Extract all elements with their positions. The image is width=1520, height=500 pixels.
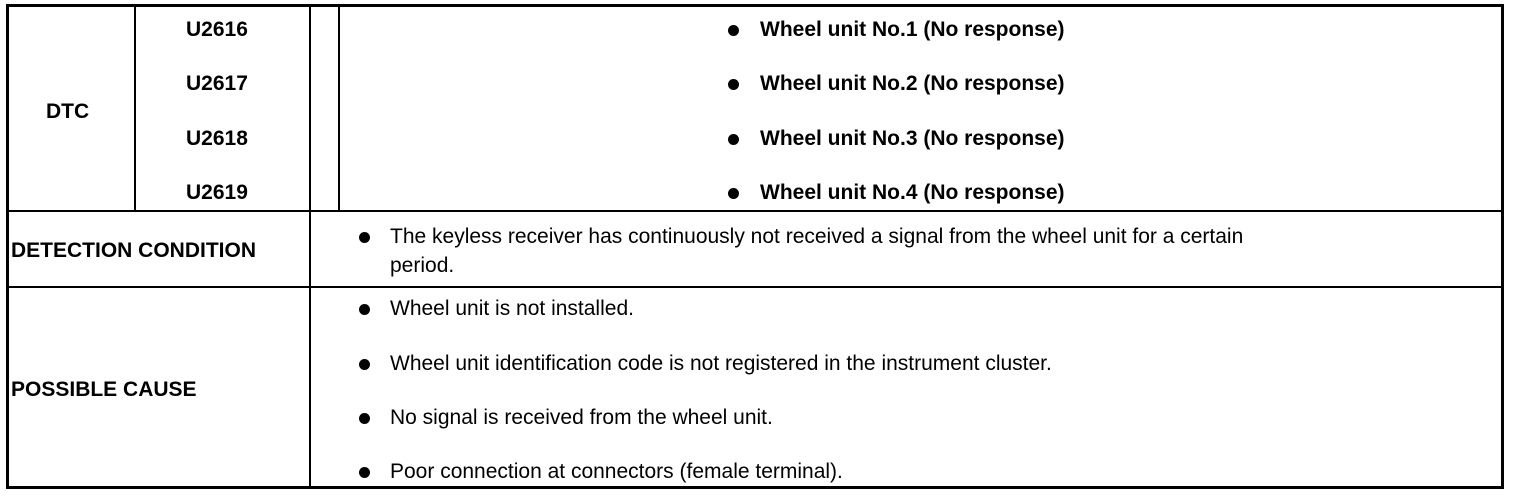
- row-divider-1: [6, 210, 1504, 212]
- dtc-code: U2617: [186, 72, 248, 95]
- detection-condition-label: DETECTION CONDITION: [11, 239, 256, 262]
- dtc-code: U2619: [186, 181, 248, 204]
- bullet-icon: [359, 467, 370, 478]
- dtc-code: U2618: [186, 127, 248, 150]
- detection-condition-text: period.: [390, 254, 455, 277]
- dtc-description: Wheel unit No.4 (No response): [760, 181, 1065, 204]
- dtc-description: Wheel unit No.1 (No response): [760, 18, 1065, 41]
- bullet-icon: [359, 359, 370, 370]
- possible-cause-item: Wheel unit identification code is not re…: [390, 352, 1052, 375]
- bullet-icon: [728, 79, 739, 90]
- possible-cause-item: Poor connection at connectors (female te…: [390, 460, 843, 483]
- bullet-icon: [359, 304, 370, 315]
- dtc-description: Wheel unit No.2 (No response): [760, 72, 1065, 95]
- dtc-code: U2616: [186, 18, 248, 41]
- bullet-icon: [728, 134, 739, 145]
- col-divider-label: [134, 4, 136, 211]
- dtc-table: [6, 4, 1504, 489]
- bullet-icon: [728, 25, 739, 36]
- bullet-icon: [359, 413, 370, 424]
- possible-cause-label: POSSIBLE CAUSE: [11, 378, 197, 401]
- row-divider-2: [6, 286, 1504, 288]
- possible-cause-item: Wheel unit is not installed.: [390, 297, 634, 320]
- bullet-icon: [728, 188, 739, 199]
- col-divider-narrow: [338, 4, 340, 211]
- col-divider-main: [309, 4, 311, 489]
- detection-condition-text: The keyless receiver has continuously no…: [390, 225, 1244, 248]
- possible-cause-item: No signal is received from the wheel uni…: [390, 406, 773, 429]
- dtc-description: Wheel unit No.3 (No response): [760, 127, 1065, 150]
- dtc-label: DTC: [46, 100, 90, 123]
- bullet-icon: [359, 232, 370, 243]
